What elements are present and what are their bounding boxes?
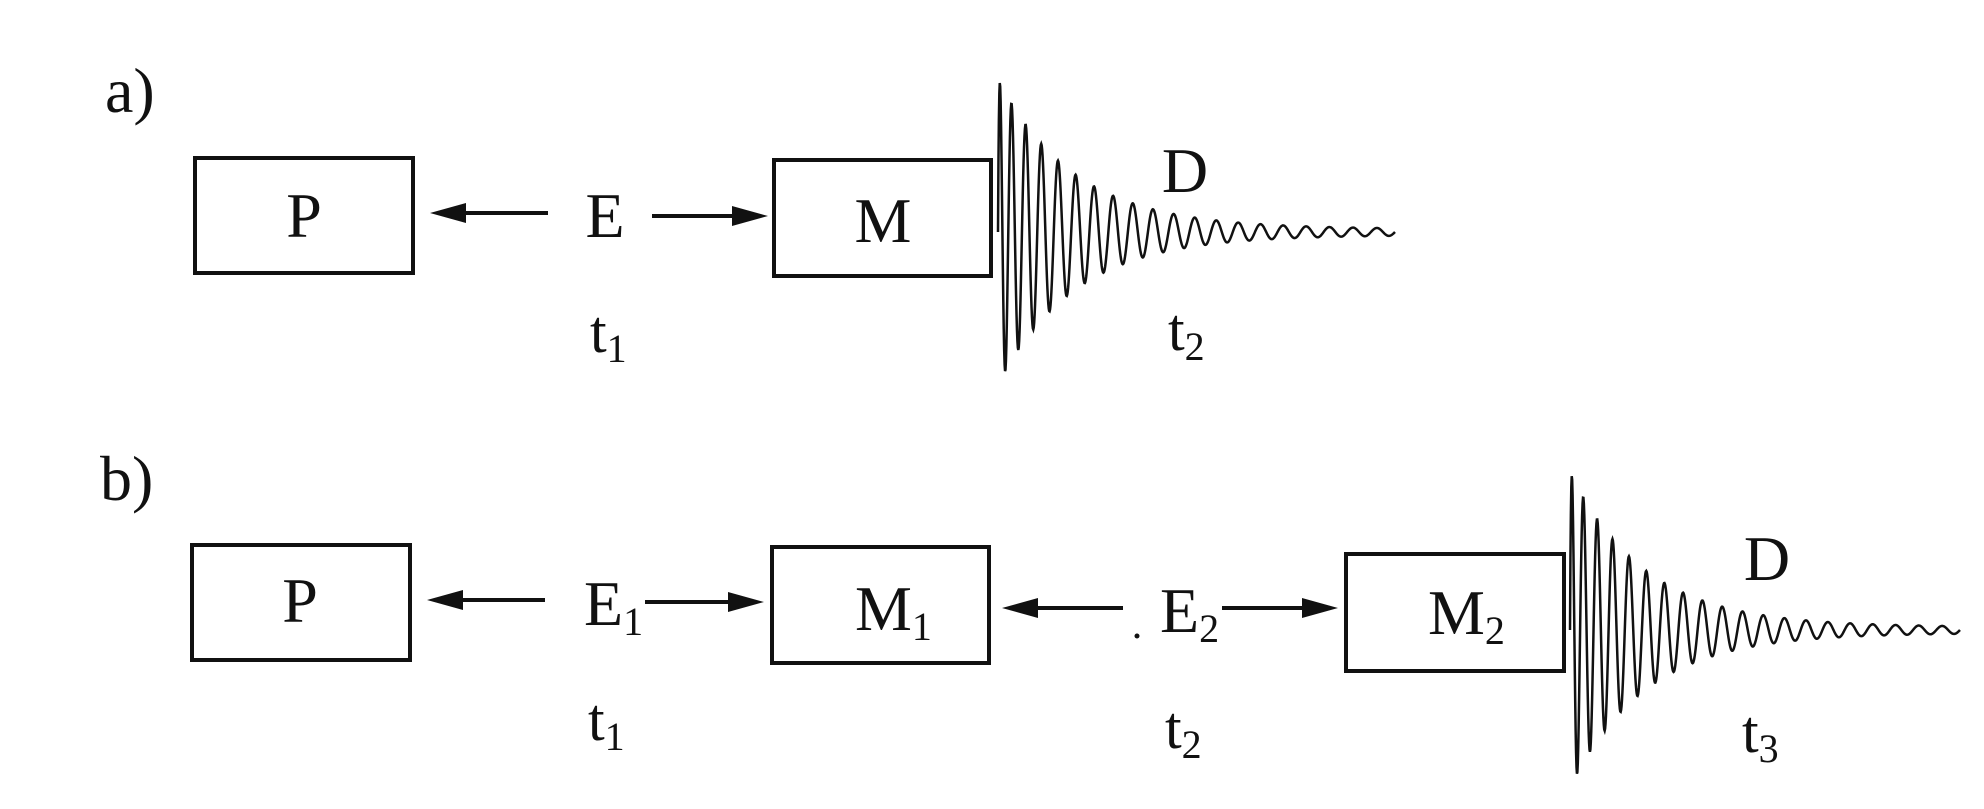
panel-a-box-m: [772, 158, 993, 278]
panel-b-time-3-sub: 3: [1759, 726, 1779, 771]
panel-a-time-2-sub: 2: [1185, 324, 1205, 369]
panel-b-box-m1: [770, 545, 991, 665]
panel-b-arrowhead-to-m2: [1302, 598, 1338, 618]
panel-b-emitter-1-sub: 1: [623, 599, 643, 644]
panel-b-emitter-2-sub: 2: [1199, 606, 1219, 651]
panel-a-box-p-label: P: [286, 180, 322, 251]
panel-b-emitter-2: E2: [1160, 575, 1219, 651]
panel-b-box-m2-base: M: [1428, 577, 1485, 648]
panel-b-box-m1-base: M: [855, 573, 912, 644]
panel-a-time-1: t1: [590, 299, 627, 371]
panel-a-label: a): [105, 55, 155, 126]
panel-b-time-2-base: t: [1165, 695, 1182, 761]
panel-b-box-m2-sub: 2: [1485, 608, 1505, 653]
panel-a-time-1-base: t: [590, 299, 607, 365]
panel-b-time-1-sub: 1: [605, 714, 625, 759]
panel-b-box-p: [190, 543, 412, 662]
panel-b-time-2: t2: [1165, 695, 1202, 767]
panel-b-time-3-base: t: [1742, 699, 1759, 765]
panel-b-time-3: t3: [1742, 699, 1779, 771]
panel-b-arrowhead-to-m1-from-e2: [1002, 598, 1038, 618]
panel-b-time-1-base: t: [588, 687, 605, 753]
panel-b-dot-mark: [1134, 633, 1140, 639]
panel-b-time-1: t1: [588, 687, 625, 759]
panel-b-box-m1-label: M1: [855, 573, 932, 649]
panel-b-box-m2-label: M2: [1428, 577, 1505, 653]
panel-b-emitter-2-base: E: [1160, 575, 1199, 646]
panel-b-arrowhead-to-m1: [728, 592, 764, 612]
panel-b-detector: D: [1744, 523, 1790, 594]
panel-b: b) P E1 M1 E2 M2 D t1: [100, 443, 1961, 774]
panel-a-time-1-sub: 1: [607, 326, 627, 371]
panel-a: a) P E M D t1 t2: [105, 55, 1396, 372]
panel-a-time-2: t2: [1168, 297, 1205, 369]
panel-a-emitter: E: [585, 180, 624, 251]
panel-b-decay-signal: [1568, 476, 1961, 774]
panel-a-arrowhead-to-p: [430, 203, 466, 223]
panel-b-box-m2: [1344, 552, 1566, 673]
panel-a-time-2-base: t: [1168, 297, 1185, 363]
panel-b-emitter-1: E1: [584, 568, 643, 644]
panel-b-time-2-sub: 2: [1182, 722, 1202, 767]
panel-b-arrowhead-to-p: [427, 590, 463, 610]
panel-b-emitter-1-base: E: [584, 568, 623, 639]
panel-b-box-m1-sub: 1: [912, 604, 932, 649]
panel-b-box-p-label: P: [282, 565, 318, 636]
panel-a-detector: D: [1162, 135, 1208, 206]
panel-a-arrowhead-to-m: [732, 206, 768, 226]
panel-b-label: b): [100, 443, 153, 514]
panel-a-box-m-label: M: [855, 185, 912, 256]
panel-a-box-p: [193, 156, 415, 275]
panel-a-decay-signal: [996, 82, 1396, 372]
